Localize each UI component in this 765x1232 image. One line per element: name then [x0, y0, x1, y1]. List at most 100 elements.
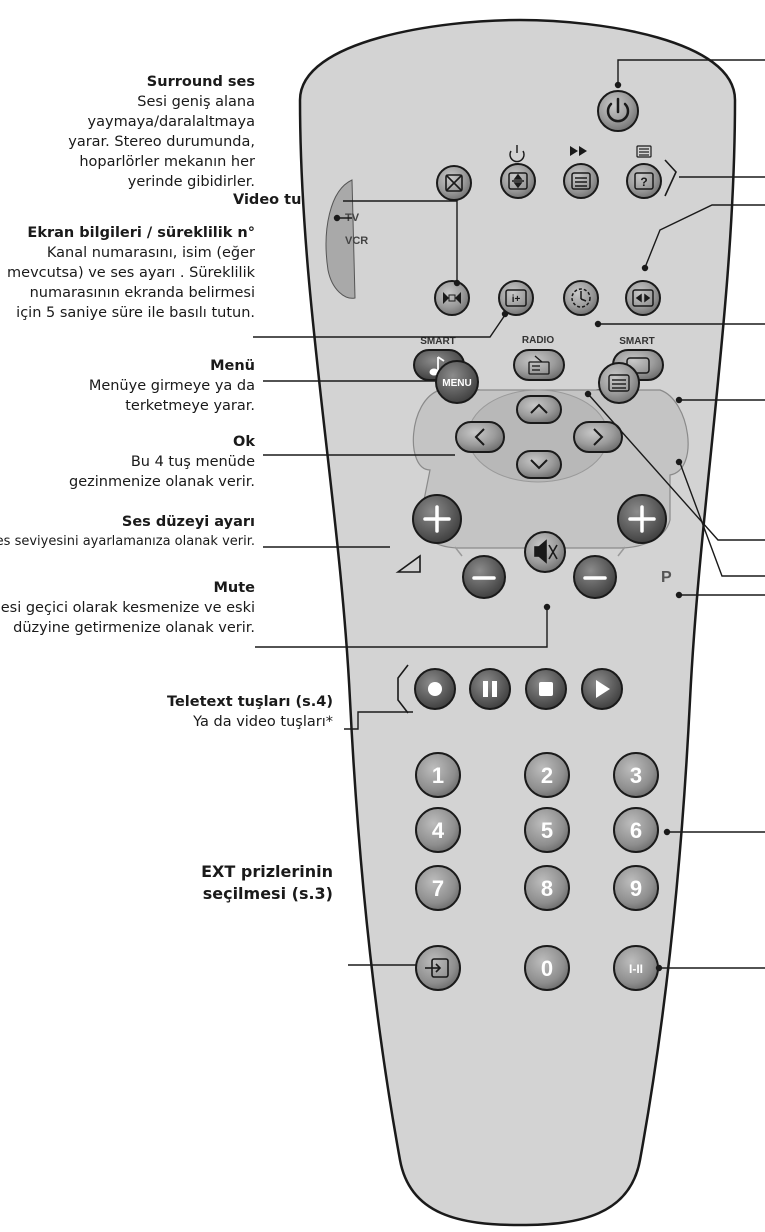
play-icon [596, 680, 610, 698]
annotation-screen-info: Ekran bilgileri / süreklilik n° Kanal nu… [0, 223, 255, 323]
leader-lines-right [584, 59, 765, 972]
digit-button[interactable] [415, 752, 461, 798]
cancel-icon [445, 174, 463, 192]
group-bracket [664, 159, 677, 197]
leader-lines [253, 200, 551, 966]
arrow-right-button[interactable] [573, 421, 623, 453]
digit-button[interactable] [524, 752, 570, 798]
arrow-left-button[interactable] [455, 421, 505, 453]
chevron-up-icon [530, 403, 548, 414]
remote-body [298, 18, 737, 1227]
svg-text:?: ? [640, 175, 647, 189]
annotation-title: Teletext tuşları (s.4) [167, 694, 333, 710]
dual-sound-label: I-II [629, 962, 643, 976]
video-button[interactable] [434, 280, 470, 316]
pause-button[interactable] [469, 668, 511, 710]
digit-label: 4 [432, 818, 445, 843]
menu-button-label: MENU [442, 378, 471, 389]
annotation-desc: Ya da video tuşları* [193, 714, 333, 730]
digit-button[interactable] [613, 807, 659, 853]
digit-button[interactable] [524, 807, 570, 853]
vol-tick [454, 546, 463, 557]
music-note-icon [429, 356, 445, 376]
digit-button[interactable] [524, 945, 570, 991]
annotation-teletext: Teletext tuşları (s.4) Ya da video tuşla… [33, 692, 333, 732]
annotation-title: Ekran bilgileri / süreklilik n° [27, 225, 255, 241]
program-label: P [661, 569, 672, 586]
annotation-title: Surround ses [146, 74, 255, 90]
annotation-ext: EXT prizlerinin seçilmesi (s.3) [133, 861, 333, 905]
annotation-menu: Menü Menüye girmeye ya da terketmeye yar… [0, 356, 255, 416]
digit-label: 5 [541, 818, 553, 843]
annotation-title: Ok [233, 434, 255, 450]
picture-format-button[interactable] [625, 280, 661, 316]
digit-label: 7 [432, 876, 444, 901]
digit-label: 8 [541, 876, 553, 901]
teletext-button[interactable] [598, 362, 640, 404]
annotation-mute: Mute Sesi geçici olarak kesmenize ve esk… [0, 578, 255, 638]
annotation-title: Ses düzeyi ayarı [121, 514, 255, 530]
annotation-desc: Bu 4 tuş menüde gezinmenize olanak verir… [69, 454, 255, 490]
power-icon [606, 97, 630, 123]
digit-button[interactable] [415, 865, 461, 911]
annotation-desc: Menüye girmeye ya da terketmeye yarar. [88, 378, 255, 414]
radio-icon [528, 355, 550, 375]
record-icon [428, 682, 442, 696]
forward-teletext-button[interactable] [563, 163, 599, 199]
digit-button[interactable] [613, 865, 659, 911]
annotation-arrows: Ok Bu 4 tuş menüde gezinmenize olanak ve… [0, 432, 255, 492]
digit-label: 6 [630, 818, 642, 843]
digit-label: 3 [630, 763, 642, 788]
prog-tick [617, 546, 626, 557]
teletext-page-icon [571, 172, 591, 190]
digit-button[interactable] [415, 807, 461, 853]
smart-picture-label: SMART [619, 336, 655, 347]
switch-vcr-label: VCR [345, 235, 368, 247]
source-input-icon [425, 958, 449, 978]
plus-icon [628, 505, 656, 533]
annotation-volume: Ses düzeyi ayarı Ses seviyesini ayarlama… [0, 512, 255, 552]
arrow-up-button[interactable] [516, 395, 562, 424]
volume-icon [395, 554, 421, 573]
chevron-down-icon [530, 459, 548, 470]
radio-button[interactable] [513, 349, 565, 381]
teletext-icon [608, 374, 630, 392]
fast-forward-icon [570, 146, 587, 156]
digit-button[interactable] [613, 752, 659, 798]
mute-icon [534, 539, 558, 564]
digit-label: 0 [541, 956, 553, 981]
pause-icon [483, 681, 497, 697]
annotation-title: Menü [210, 358, 255, 374]
teletext-mix-icon [508, 172, 528, 190]
reveal-button[interactable] [626, 163, 662, 199]
digit-pad: 1 2 3 4 5 6 7 8 9 0 [415, 752, 659, 991]
chevron-right-icon [593, 428, 604, 446]
index-icon [636, 145, 652, 158]
svg-text:i+: i+ [512, 294, 521, 305]
switch-tv-label: TV [345, 212, 360, 224]
radio-label: RADIO [522, 335, 554, 346]
digit-label: 1 [432, 763, 444, 788]
annotation-desc: Kanal numarasını, isim (eğer mevcutsa) v… [7, 245, 255, 321]
annotation-title: EXT prizlerinin seçilmesi (s.3) [201, 862, 333, 903]
annotation-desc: Sesi geçici olarak kesmenize ve eski düz… [0, 600, 255, 636]
plus-icon [423, 505, 451, 533]
digit-button[interactable] [524, 865, 570, 911]
picture-format-icon [632, 289, 654, 307]
annotation-desc: Sesi geniş alana yaymaya/daralaltmaya ya… [68, 94, 255, 190]
tv-vcr-switch[interactable] [325, 179, 356, 299]
annotation-surround: Surround ses Sesi geniş alana yaymaya/da… [0, 72, 255, 192]
transport-bracket [397, 664, 409, 714]
stop-icon [539, 682, 553, 696]
digit-label: 9 [630, 876, 642, 901]
video-tape-icon [443, 292, 461, 304]
digit-label: 2 [541, 763, 553, 788]
annotation-desc: Ses seviyesini ayarlamanıza olanak verir… [0, 534, 255, 549]
menu-button[interactable] [435, 360, 479, 404]
clock-icon [509, 145, 525, 163]
question-icon: ? [634, 172, 654, 190]
annotation-title: Mute [213, 580, 255, 596]
arrow-down-button[interactable] [516, 450, 562, 479]
info-icon: i+ [505, 289, 527, 307]
chevron-left-icon [474, 428, 485, 446]
